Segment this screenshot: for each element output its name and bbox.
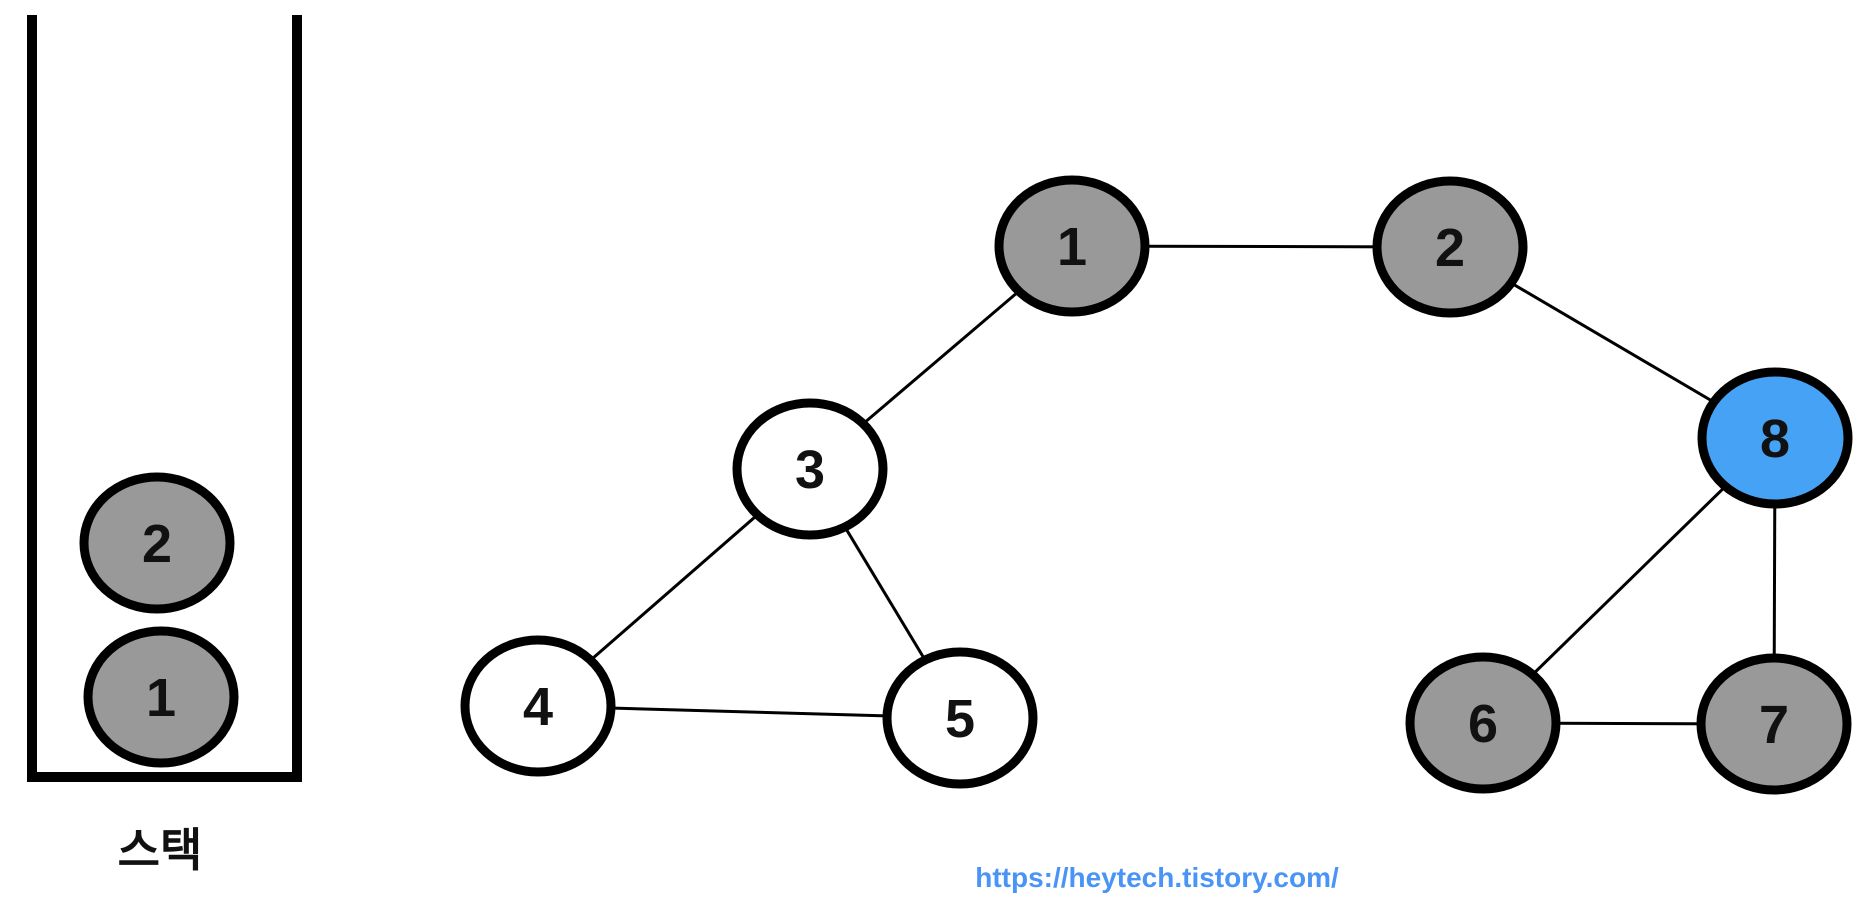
node-circle	[1696, 653, 1852, 795]
graph-node-1: 1	[994, 175, 1150, 317]
graph-node-6: 6	[1405, 652, 1561, 794]
node-label: 7	[1759, 695, 1789, 755]
node-circle	[460, 635, 616, 777]
node-label: 8	[1760, 409, 1790, 469]
stack-item-label: 2	[142, 514, 172, 574]
stack-panel: 2 1 스택	[27, 15, 302, 876]
graph-node-7: 7	[1696, 653, 1852, 795]
graph-node-3: 3	[732, 398, 888, 540]
stack-item: 2	[79, 472, 235, 614]
stack-item: 1	[83, 626, 239, 768]
node-label: 1	[1057, 217, 1087, 277]
graph-node-8-current: 8	[1697, 367, 1853, 509]
graph-node-2: 2	[1372, 176, 1528, 318]
node-label: 4	[523, 677, 553, 737]
graph-node-5: 5	[882, 647, 1038, 789]
node-circle	[994, 175, 1150, 317]
node-circle	[882, 647, 1038, 789]
stack-item-circle	[79, 472, 235, 614]
node-circle	[1697, 367, 1853, 509]
stack-item-circle	[83, 626, 239, 768]
stack-container	[27, 15, 302, 782]
node-label: 3	[795, 440, 825, 500]
graph-nodes: 1 2 3 4 5 6	[460, 175, 1853, 795]
node-label: 6	[1468, 694, 1498, 754]
stack-title: 스택	[118, 824, 203, 876]
stack-item-label: 1	[146, 668, 176, 728]
node-circle	[1372, 176, 1528, 318]
node-circle	[732, 398, 888, 540]
node-label: 2	[1435, 218, 1465, 278]
graph-edges	[537, 244, 1777, 726]
source-url-link[interactable]: https://heytech.tistory.com/	[975, 862, 1339, 893]
node-label: 5	[945, 689, 975, 749]
graph-node-4: 4	[460, 635, 616, 777]
node-circle	[1405, 652, 1561, 794]
